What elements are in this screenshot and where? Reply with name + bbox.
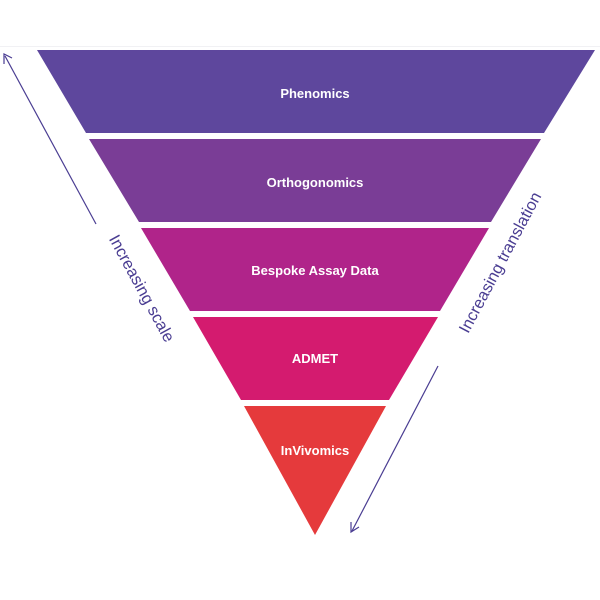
increasing-scale-arrow (3, 53, 97, 225)
layer-invivomics (244, 406, 386, 535)
layer-label-bespoke-assay-data: Bespoke Assay Data (251, 263, 379, 278)
layer-orthogonomics (89, 139, 541, 222)
layer-admet (193, 317, 438, 400)
layer-label-admet: ADMET (292, 351, 338, 366)
top-divider (0, 46, 600, 47)
layer-phenomics (37, 50, 595, 133)
increasing-translation-arrow (350, 365, 439, 534)
layer-bespoke-assay-data (141, 228, 489, 311)
layer-label-phenomics: Phenomics (280, 86, 349, 101)
layer-label-orthogonomics: Orthogonomics (267, 175, 364, 190)
layer-label-invivomics: InVivomics (281, 443, 349, 458)
